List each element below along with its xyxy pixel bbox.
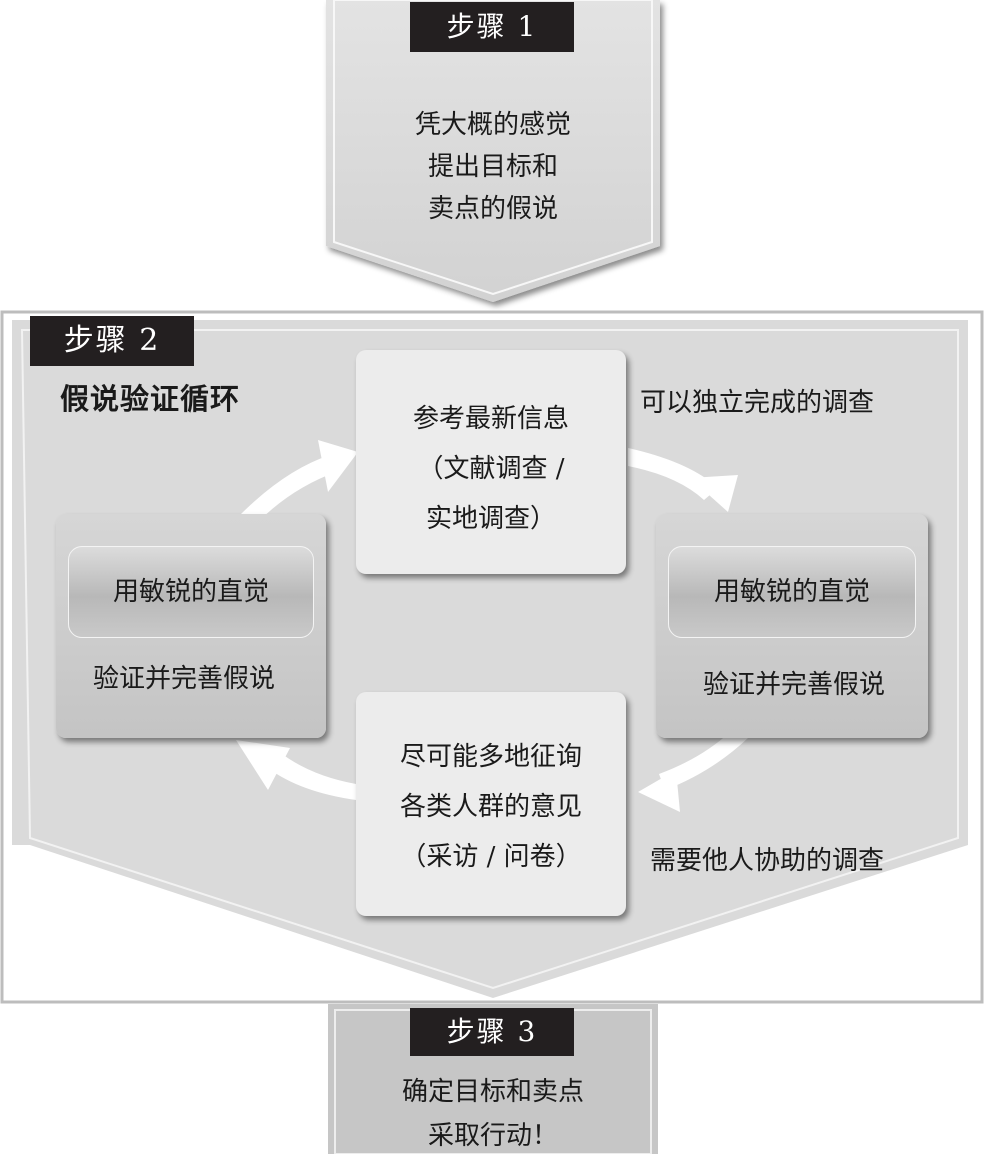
arrow-head-bottom-to-left	[236, 740, 290, 790]
top-box-line: 参考最新信息	[412, 404, 569, 434]
step1-line: 凭大概的感觉	[414, 110, 571, 140]
top-box-line: 实地调查）	[425, 504, 556, 534]
left-box-pill: 用敏锐的直觉	[68, 546, 314, 638]
top-box-line: （文献调查 /	[417, 454, 565, 484]
step3-line: 确定目标和卖点	[401, 1077, 584, 1107]
step1-line: 卖点的假说	[427, 194, 558, 224]
step2-heading: 假说验证循环	[60, 382, 241, 416]
bottom-box-text: 尽可能多地征询 各类人群的意见 （采访 / 问卷）	[356, 692, 626, 882]
right-box-pill: 用敏锐的直觉	[668, 546, 916, 638]
top-box-text: 参考最新信息 （文献调查 / 实地调查）	[356, 350, 626, 544]
arrow-top-to-right	[628, 448, 718, 500]
bottom-box: 尽可能多地征询 各类人群的意见 （采访 / 问卷）	[356, 692, 626, 916]
step1-arrow-shape	[326, 0, 660, 302]
bottom-box-line: 尽可能多地征询	[399, 742, 582, 772]
arrow-head-left-to-top	[318, 440, 358, 492]
left-box-caption: 验证并完善假说	[92, 664, 275, 694]
step3-text: 确定目标和卖点 采取行动！	[340, 1070, 646, 1154]
right-box-caption: 验证并完善假说	[702, 670, 885, 700]
top-box: 参考最新信息 （文献调查 / 实地调查）	[356, 350, 626, 574]
left-box: 用敏锐的直觉 验证并完善假说	[56, 514, 326, 738]
bottom-box-line: （采访 / 问卷）	[400, 842, 582, 872]
step2-tag: 步骤 2	[30, 316, 194, 366]
cycle-arrows	[236, 440, 748, 812]
step1-tag: 步骤 1	[410, 2, 574, 52]
bottom-box-line: 各类人群的意见	[399, 792, 582, 822]
step1-text: 凭大概的感觉 提出目标和 卖点的假说	[340, 104, 646, 230]
bottom-right-note: 需要他人协助的调查	[650, 846, 885, 876]
step3-shape	[328, 1004, 658, 1154]
arrow-head-right-to-bottom	[638, 770, 680, 812]
top-right-note: 可以独立完成的调查	[640, 388, 875, 418]
step1-line: 提出目标和	[427, 152, 558, 182]
arrow-bottom-to-left	[268, 754, 356, 800]
step3-line: 采取行动！	[427, 1121, 558, 1151]
arrow-head-top-to-right	[690, 475, 738, 512]
arrow-right-to-bottom	[659, 732, 748, 790]
right-box: 用敏锐的直觉 验证并完善假说	[656, 514, 928, 738]
step3-tag: 步骤 3	[410, 1008, 574, 1056]
arrow-left-to-top	[240, 455, 336, 522]
